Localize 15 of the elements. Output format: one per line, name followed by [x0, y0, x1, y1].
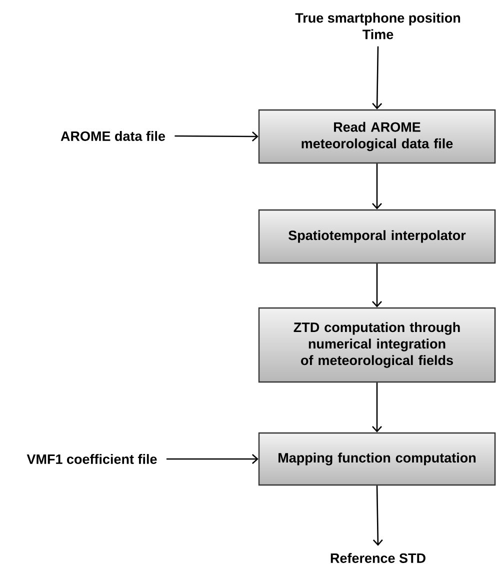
process-box: Spatiotemporal interpolator — [258, 209, 496, 264]
process-box: ZTD computation through numerical integration of meteorological fields — [258, 307, 496, 383]
input-label: True smartphone position Time — [295, 12, 460, 40]
input-label: Reference STD — [330, 553, 426, 563]
arrow — [372, 46, 382, 110]
process-box: Mapping function computation — [258, 432, 496, 486]
input-label: VMF1 coefficient file — [26, 454, 157, 464]
arrow — [372, 382, 382, 432]
arrow — [372, 264, 382, 308]
input-label: AROME data file — [60, 131, 166, 141]
arrow — [174, 131, 258, 142]
arrow — [372, 164, 382, 210]
arrow — [372, 486, 383, 546]
process-box: Read AROME meteorological data file — [258, 109, 496, 164]
arrow — [166, 454, 258, 464]
